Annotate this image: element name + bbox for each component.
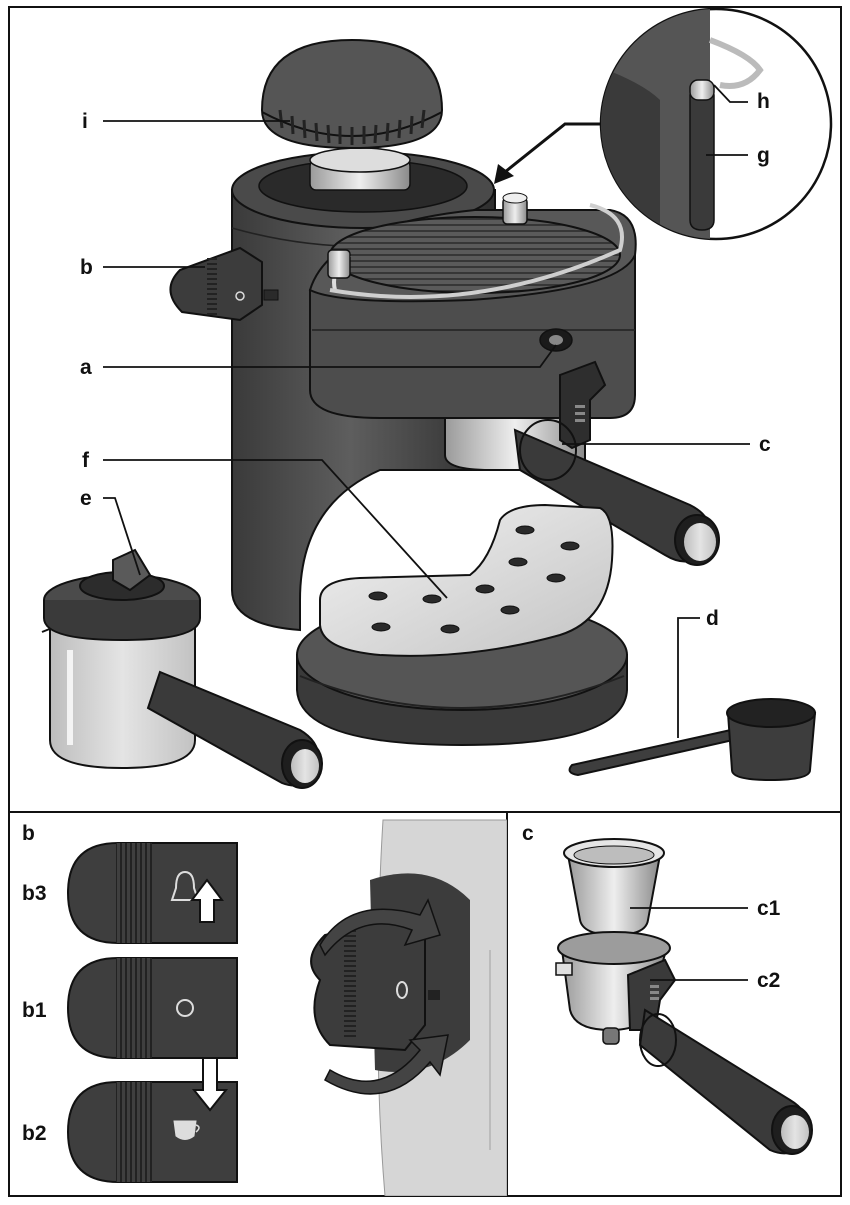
- filter-basket-c1: [563, 838, 665, 937]
- knob-position-b2: [66, 1081, 238, 1183]
- label-a: a: [80, 356, 92, 379]
- label-c: c: [759, 433, 771, 456]
- label-c1: c1: [757, 897, 781, 920]
- label-i: i: [82, 110, 88, 133]
- label-b2: b2: [22, 1122, 47, 1145]
- measuring-scoop: [568, 698, 817, 782]
- label-h: h: [757, 90, 770, 113]
- filter-holder-c2: [555, 931, 813, 1155]
- boiler-cap-assembly: [260, 38, 444, 191]
- label-c2: c2: [757, 969, 780, 992]
- espresso-machine-illustration: i b a f e c d h g: [41, 7, 833, 789]
- knob-position-b3: [66, 842, 238, 944]
- zoom-arrow: [494, 122, 600, 184]
- label-b: b: [80, 256, 93, 279]
- off-circle-icon: [176, 999, 194, 1017]
- panel-b-title: b: [22, 822, 35, 845]
- brew-head: [308, 192, 637, 419]
- filter-holder: [444, 360, 720, 566]
- label-b3: b3: [22, 882, 47, 905]
- rotary-selector-knob: [169, 246, 279, 322]
- arrow-down-icon: [191, 1057, 229, 1112]
- panel-c-filter-assembly: [555, 838, 813, 1155]
- steam-icon: [170, 870, 200, 901]
- glass-carafe: [41, 548, 323, 789]
- panel-b-knob: [310, 898, 449, 1095]
- drip-tray: [319, 503, 614, 657]
- panel-b-selector-positions: [66, 819, 507, 1196]
- main-leader-lines: [103, 84, 750, 738]
- label-g: g: [757, 144, 770, 167]
- panel-c-title: c: [522, 822, 534, 845]
- label-b1: b1: [22, 999, 47, 1022]
- knob-position-b1: [66, 957, 238, 1059]
- label-f: f: [82, 449, 90, 472]
- label-d: d: [706, 607, 719, 630]
- label-e: e: [80, 487, 92, 510]
- coffee-cup-icon: [173, 1120, 197, 1140]
- arrow-up-icon: [190, 878, 224, 923]
